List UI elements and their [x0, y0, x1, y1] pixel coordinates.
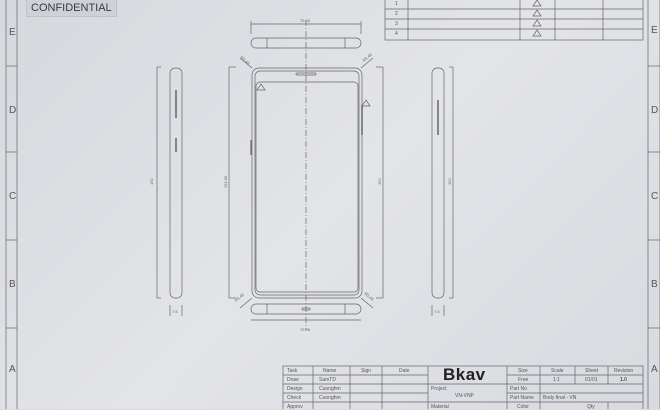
- corner-radius-label: R5.48: [239, 55, 251, 66]
- bottom-view: [250, 303, 362, 321]
- right-side-view: [431, 66, 454, 316]
- part-name-label: Part Name: [510, 395, 534, 401]
- row-letter-d: D: [9, 105, 17, 116]
- row-draw-name: SamTD: [319, 377, 336, 383]
- row-letter-a-right: A: [651, 364, 658, 375]
- size-value: Free: [518, 377, 529, 383]
- thickness-dimension-right: 7.5: [434, 309, 440, 314]
- width-dimension: 75.26: [300, 18, 311, 23]
- header-size: Size: [518, 368, 528, 374]
- revision-row-number: 2: [395, 11, 398, 17]
- header-revision: Revision: [614, 368, 634, 374]
- row-check-task: Check: [287, 395, 302, 401]
- header-name: Name: [323, 368, 337, 374]
- revision-row-number: 3: [395, 21, 398, 27]
- row-check-name: Cuonghm: [319, 395, 341, 401]
- title-block-grid: [282, 365, 644, 409]
- corner-radius-label: R5.48: [233, 292, 245, 303]
- header-sheet: Sheet: [585, 368, 599, 374]
- front-view: [228, 57, 384, 309]
- row-design-name: Cuonghm: [319, 386, 341, 392]
- header-date: Date: [399, 368, 410, 374]
- revision-row-number: 4: [395, 31, 398, 37]
- project-label: Project: [431, 386, 447, 392]
- row-letter-e: E: [9, 27, 16, 38]
- corner-radius-label: R5.48: [363, 291, 375, 302]
- thickness-dimension-left: 7.5: [172, 309, 178, 314]
- row-letter-b-right: B: [651, 279, 658, 290]
- row-letter-c: C: [9, 191, 17, 202]
- row-letter-d-right: D: [651, 105, 659, 116]
- row-design-task: Design: [287, 386, 303, 392]
- qty-label: Qty: [587, 404, 595, 410]
- color-label: Color: [517, 404, 529, 410]
- header-scale: Scale: [551, 368, 564, 374]
- row-letter-a: A: [9, 364, 16, 375]
- row-letter-b: B: [9, 279, 16, 290]
- warning-triangle-icon: [532, 0, 542, 37]
- header-sign: Sign: [361, 368, 372, 374]
- scale-value: 1:1: [553, 377, 560, 383]
- revision-value: 1.0: [620, 377, 627, 383]
- top-view: [250, 21, 362, 49]
- height-dimension-left: 152: [149, 178, 154, 185]
- material-label: Material: [431, 404, 449, 410]
- confidential-label: CONFIDENTIAL: [26, 0, 117, 17]
- height-dimension-side: 152: [447, 178, 452, 185]
- part-no-label: Part No: [510, 386, 527, 392]
- corner-radius-label: R5.48: [361, 52, 373, 63]
- part-name-value: Body final - VN: [543, 395, 577, 401]
- row-letter-e-right: E: [651, 25, 658, 36]
- height-dimension-right: 152: [377, 178, 382, 185]
- height-dimension-front: 151.96: [223, 175, 228, 188]
- row-draw-task: Draw: [287, 377, 299, 383]
- row-approv-task: Approv: [287, 404, 303, 410]
- revision-table-grid: [384, 0, 644, 41]
- header-task: Task: [287, 368, 298, 374]
- row-letter-c-right: C: [651, 191, 659, 202]
- sheet-value: 01/01: [585, 377, 598, 383]
- width-dimension-bottom: 75.26: [300, 327, 311, 332]
- bkav-logo: Bkav: [443, 365, 486, 384]
- sheet-border: [5, 0, 660, 409]
- revision-row-number: 1: [395, 1, 398, 7]
- left-side-view: [156, 66, 183, 316]
- project-value: VN-VNP: [455, 393, 474, 399]
